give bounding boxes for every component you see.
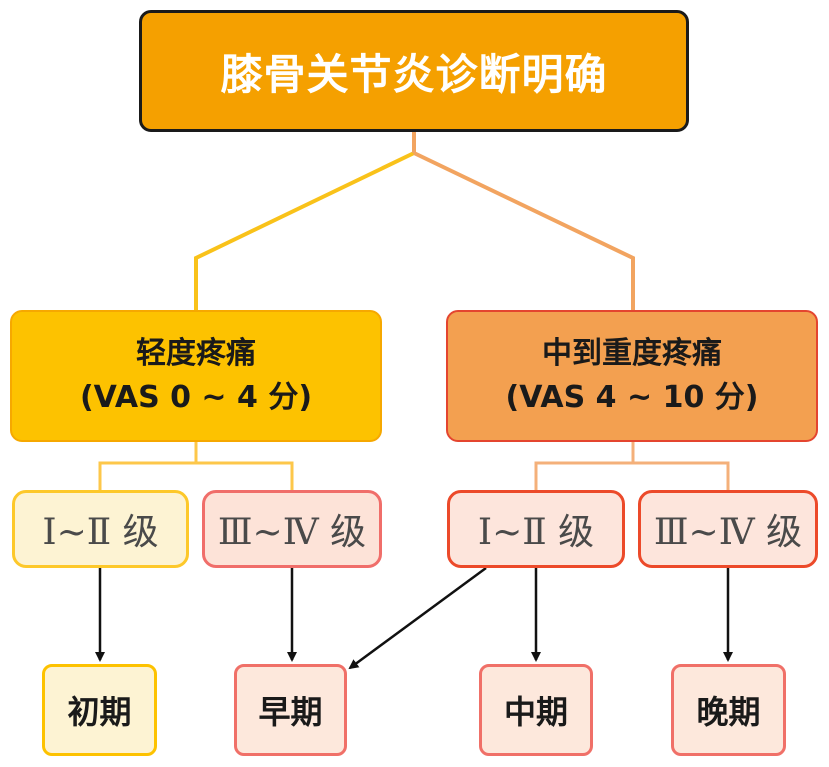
stage-label: 中期 — [503, 693, 568, 731]
stage-label: 初期 — [67, 693, 132, 731]
grade-box-severe-3-4: Ⅲ~Ⅳ 级 — [638, 490, 818, 568]
connector-root-to-severe — [413, 151, 635, 312]
stage-label: 晚期 — [696, 693, 761, 731]
stage-early-box: 早期 — [234, 664, 347, 756]
category-mild-pain: 轻度疼痛 (VAS 0 ~ 4 分) — [10, 310, 382, 442]
category-severe-vas: (VAS 4 ~ 10 分) — [505, 380, 759, 415]
grade-box-severe-1-2: Ⅰ~Ⅱ 级 — [447, 490, 625, 568]
stage-late-box: 晚期 — [671, 664, 786, 756]
diagnosis-title: 膝骨关节炎诊断明确 — [220, 49, 608, 99]
arrow-g3-to-early — [348, 566, 487, 670]
grade-label: Ⅲ~Ⅳ 级 — [653, 512, 803, 553]
stage-initial-box: 初期 — [42, 664, 157, 756]
grade-box-mild-3-4: Ⅲ~Ⅳ 级 — [202, 490, 382, 568]
grade-label: Ⅲ~Ⅳ 级 — [217, 512, 367, 553]
category-moderate-severe-pain: 中到重度疼痛 (VAS 4 ~ 10 分) — [446, 310, 818, 442]
grade-label: Ⅰ~Ⅱ 级 — [477, 512, 595, 553]
grade-label: Ⅰ~Ⅱ 级 — [42, 512, 159, 553]
connector-severe-to-grades — [534, 461, 730, 490]
grade-box-mild-1-2: Ⅰ~Ⅱ 级 — [12, 490, 189, 568]
category-mild-label: 轻度疼痛 — [136, 336, 256, 371]
stage-middle-box: 中期 — [479, 664, 593, 756]
stage-label: 早期 — [258, 693, 323, 731]
category-severe-label: 中到重度疼痛 — [542, 336, 722, 371]
connector-root-to-mild — [194, 151, 415, 312]
category-mild-vas: (VAS 0 ~ 4 分) — [79, 380, 313, 415]
diagnosis-title-box: 膝骨关节炎诊断明确 — [139, 10, 689, 132]
connector-mild-to-grades — [98, 461, 294, 490]
